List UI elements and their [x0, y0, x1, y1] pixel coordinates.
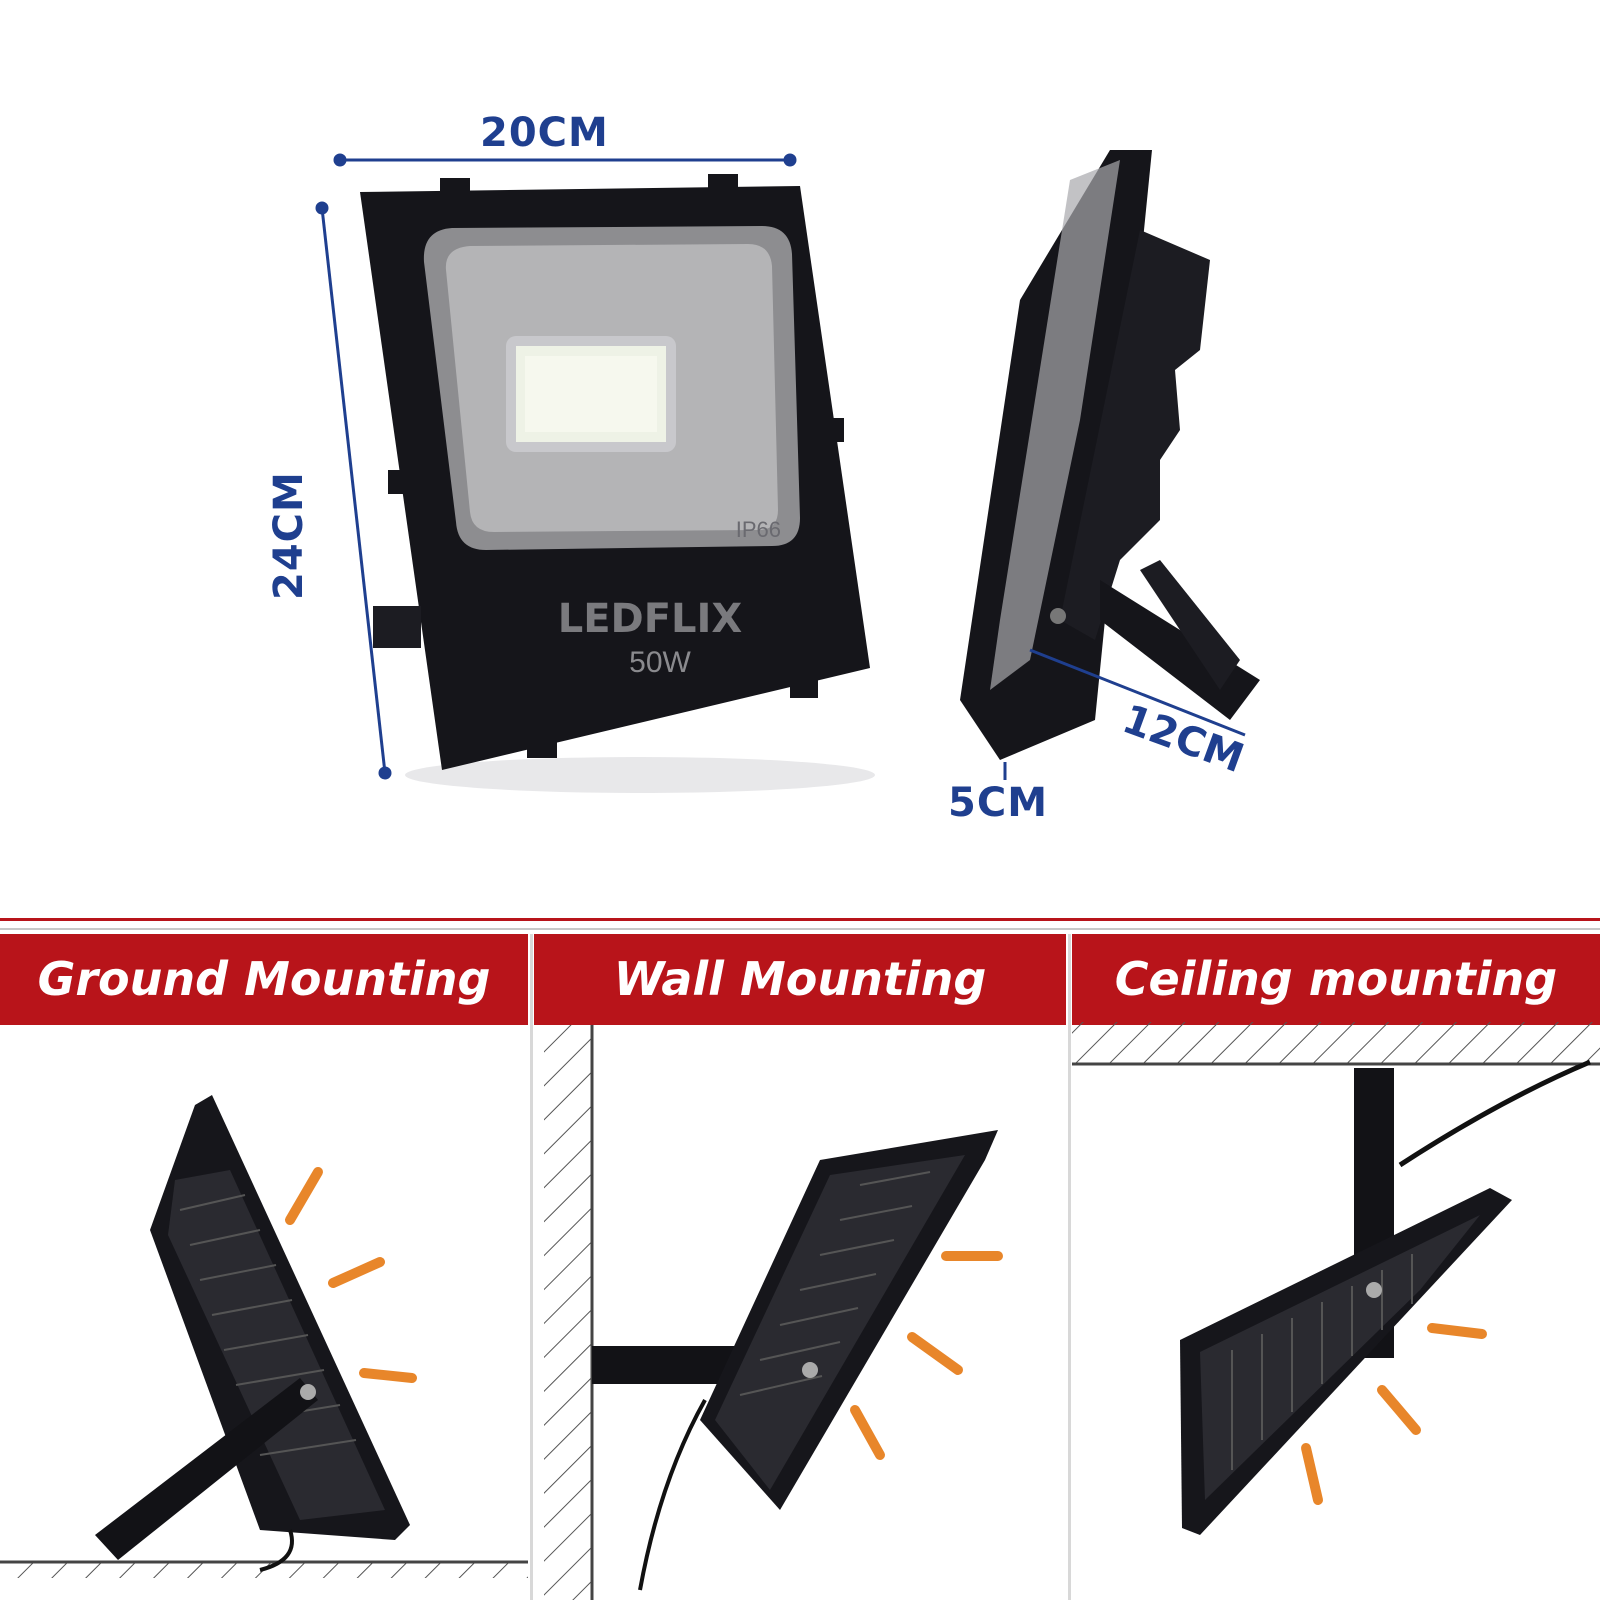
ceiling-mounting-title: Ceiling mounting — [1114, 952, 1558, 1006]
floodlight-side-view — [960, 150, 1260, 760]
product-illustration: IP66 LEDFLIX 50W 12CM — [315, 150, 1260, 793]
panel-divider — [530, 934, 533, 1600]
banner-ground-mounting: Ground Mounting — [0, 934, 528, 1025]
rating-label: IP66 — [736, 517, 781, 542]
brand-label: LEDFLIX — [558, 596, 743, 642]
height-dimension-line — [315, 201, 392, 780]
width-dimension-line — [333, 153, 797, 167]
panel-divider — [1068, 934, 1071, 1600]
depth-dimension-line — [1029, 648, 1246, 737]
wall-mounting-title: Wall Mounting — [613, 952, 987, 1006]
banner-ceiling-mounting: Ceiling mounting — [1072, 934, 1600, 1025]
banner-wall-mounting: Wall Mounting — [534, 934, 1066, 1025]
floodlight-front-view — [360, 174, 875, 793]
ground-mounting-illustration — [0, 1095, 528, 1578]
width-label: 20CM — [480, 110, 609, 156]
wall-mounting-illustration — [544, 1025, 1003, 1600]
power-label: 50W — [629, 646, 691, 679]
led-array — [525, 356, 657, 432]
ground-mounting-title: Ground Mounting — [37, 952, 491, 1006]
thickness-label: 5CM — [948, 780, 1048, 826]
ceiling-mounting-illustration — [1072, 1022, 1600, 1535]
top-rule-grey — [0, 928, 1600, 930]
top-rule — [0, 918, 1600, 921]
